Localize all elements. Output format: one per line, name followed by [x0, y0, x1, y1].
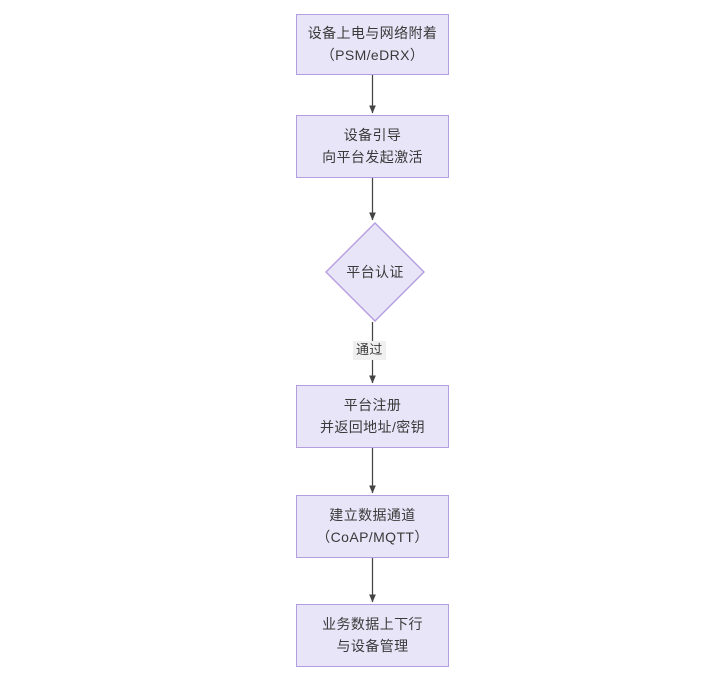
flow-node-line: 平台注册	[343, 396, 402, 413]
flow-node-line: 业务数据上下行	[322, 615, 423, 632]
flow-node-line: 建立数据通道	[329, 506, 416, 523]
diamond-shape-icon	[325, 222, 425, 322]
flow-node-line: 平台认证	[346, 264, 404, 280]
flow-node-device-bootstrap[interactable]: 设备引导 向平台发起激活	[296, 115, 449, 178]
flow-node-data-channel[interactable]: 建立数据通道 （CoAP/MQTT）	[296, 495, 449, 558]
flow-node-line: 并返回地址/密钥	[319, 418, 426, 435]
flow-node-line: 设备引导	[343, 126, 402, 143]
flow-node-platform-auth-decision[interactable]: 平台认证	[325, 222, 425, 322]
flow-node-business-data[interactable]: 业务数据上下行 与设备管理	[296, 604, 449, 667]
flow-node-line: （CoAP/MQTT）	[316, 528, 429, 545]
edge-label-pass: 通过	[353, 341, 386, 360]
flow-node-line: 向平台发起激活	[322, 148, 423, 165]
flow-node-platform-register[interactable]: 平台注册 并返回地址/密钥	[296, 385, 449, 448]
flow-node-line: 与设备管理	[336, 637, 409, 654]
flow-node-line: （PSM/eDRX）	[320, 46, 425, 63]
flow-node-line: 设备上电与网络附着	[307, 24, 438, 41]
flow-node-device-power-on[interactable]: 设备上电与网络附着 （PSM/eDRX）	[296, 14, 449, 75]
